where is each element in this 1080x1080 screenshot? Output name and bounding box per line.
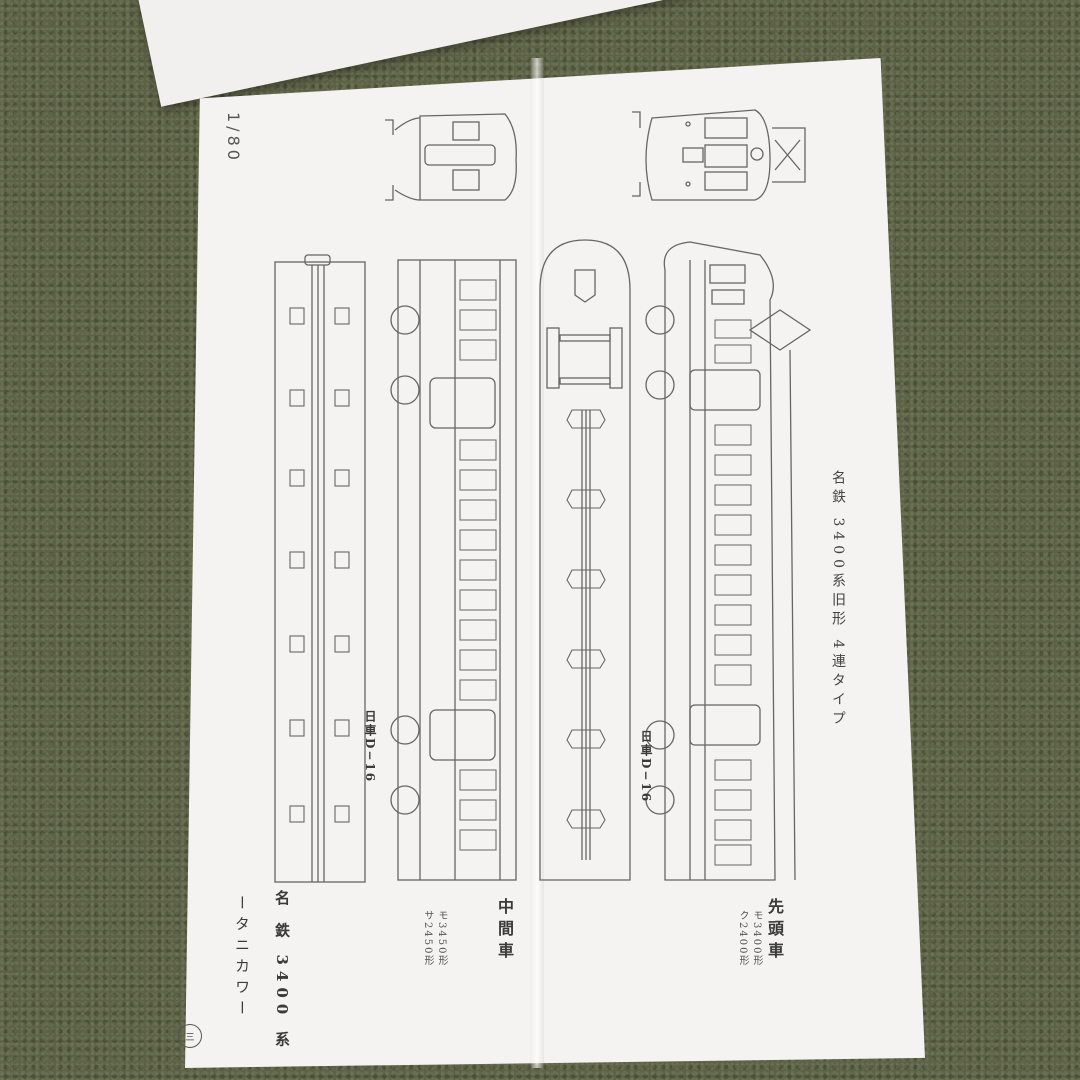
lead-car-model-1: モ3400形: [751, 910, 762, 968]
middle-car-model-2: サ2450形: [422, 910, 433, 968]
series-name: 名 鉄 3400 系: [273, 890, 291, 1053]
middle-car-model-1: モ3450形: [436, 910, 447, 968]
lead-car-model-2: ク2400形: [737, 910, 748, 968]
lead-car-bogie-label: 日車D−16: [639, 730, 653, 804]
diagram-title: 名鉄 3400系旧形 4連タイプ: [830, 470, 846, 730]
maker-stamp-icon: 三: [178, 1024, 202, 1048]
lead-car-label: 先頭車: [765, 898, 784, 964]
scale-label: 1/80: [224, 112, 243, 164]
middle-car-side-view: [390, 259, 517, 881]
maker-name: ータニカワー: [233, 895, 251, 1021]
diagram-sheet: [185, 58, 925, 1068]
lead-car-front-view: [632, 109, 806, 201]
middle-car-end-view: [385, 113, 517, 201]
middle-car-roof-view: [274, 254, 366, 883]
lead-car-roof-view: [539, 239, 631, 881]
middle-car-models: モ3450形 サ2450形: [420, 910, 448, 967]
middle-car-label: 中間車: [495, 898, 514, 964]
lead-car-models: モ3400形 ク2400形: [735, 910, 763, 967]
lead-car-side-view: [645, 241, 812, 881]
middle-car-bogie-label: 日車D−16: [363, 710, 377, 784]
